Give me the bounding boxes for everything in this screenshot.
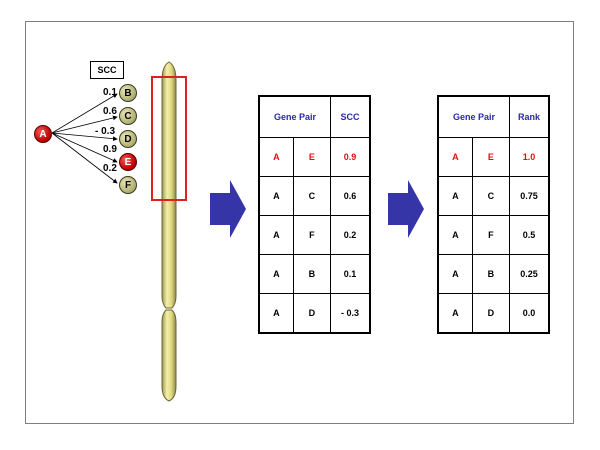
edge-value-b: 0.1 bbox=[103, 87, 117, 98]
table-row: A F 0.2 bbox=[258, 215, 371, 255]
gene-1-cell: A bbox=[437, 215, 473, 255]
right-arrow-2 bbox=[388, 180, 424, 238]
table-row: A E 0.9 bbox=[258, 137, 371, 177]
gene-2-cell: B bbox=[292, 254, 332, 294]
node-e: E bbox=[119, 153, 137, 171]
chromosome-lower-arm bbox=[161, 309, 177, 402]
gene-1-cell: A bbox=[437, 137, 473, 177]
gene-1-cell: A bbox=[258, 254, 294, 294]
rank-table: Gene Pair Rank A E 1.0 A C 0.75 A F 0.5 … bbox=[437, 95, 550, 334]
edge-a-e bbox=[51, 132, 118, 163]
edge-value-f: 0.2 bbox=[103, 163, 117, 174]
edge-value-d: - 0.3 bbox=[95, 126, 116, 137]
gene-2-cell: D bbox=[471, 293, 511, 334]
scc-table-header-gene-pair: Gene Pair bbox=[258, 95, 332, 138]
node-d: D bbox=[119, 130, 137, 148]
gene-2-cell: D bbox=[292, 293, 332, 334]
edges bbox=[51, 93, 118, 184]
chromosome-upper-arm bbox=[161, 61, 177, 309]
gene-1-cell: A bbox=[258, 293, 294, 334]
gene-1-cell: A bbox=[258, 137, 294, 177]
rank-value-cell: 0.0 bbox=[509, 293, 550, 334]
rank-table-header: Gene Pair Rank bbox=[437, 95, 550, 138]
table-row: A D 0.0 bbox=[437, 293, 550, 334]
gene-2-cell: F bbox=[292, 215, 332, 255]
gene-1-cell: A bbox=[437, 254, 473, 294]
table-row: A D - 0.3 bbox=[258, 293, 371, 334]
gene-1-cell: A bbox=[258, 176, 294, 216]
table-row: A E 1.0 bbox=[437, 137, 550, 177]
edge-value-c: 0.6 bbox=[103, 106, 117, 117]
scc-value-cell: 0.1 bbox=[330, 254, 371, 294]
gene-2-cell: E bbox=[471, 137, 511, 177]
node-b: B bbox=[119, 84, 137, 102]
table-row: A C 0.6 bbox=[258, 176, 371, 216]
edge-a-f bbox=[51, 132, 118, 184]
scc-table-header: Gene Pair SCC bbox=[258, 95, 371, 138]
table-row: A F 0.5 bbox=[437, 215, 550, 255]
scc-table-header-scc: SCC bbox=[330, 95, 371, 138]
gene-2-cell: B bbox=[471, 254, 511, 294]
gene-2-cell: F bbox=[471, 215, 511, 255]
edge-a-d bbox=[51, 132, 118, 142]
scc-value-cell: 0.2 bbox=[330, 215, 371, 255]
rank-table-header-rank: Rank bbox=[509, 95, 550, 138]
rank-table-header-gene-pair: Gene Pair bbox=[437, 95, 510, 138]
table-row: A B 0.1 bbox=[258, 254, 371, 294]
gene-2-cell: E bbox=[292, 137, 332, 177]
rank-value-cell: 0.75 bbox=[509, 176, 550, 216]
right-arrow-1 bbox=[210, 180, 246, 238]
scc-value-cell: - 0.3 bbox=[330, 293, 371, 334]
table-row: A B 0.25 bbox=[437, 254, 550, 294]
node-c: C bbox=[119, 107, 137, 125]
gene-1-cell: A bbox=[258, 215, 294, 255]
scc-value-cell: 0.6 bbox=[330, 176, 371, 216]
edge-a-b bbox=[51, 93, 118, 134]
table-row: A C 0.75 bbox=[437, 176, 550, 216]
gene-1-cell: A bbox=[437, 176, 473, 216]
selection-box bbox=[151, 76, 187, 201]
gene-2-cell: C bbox=[292, 176, 332, 216]
rank-value-cell: 0.5 bbox=[509, 215, 550, 255]
scc-table: Gene Pair SCC A E 0.9 A C 0.6 A F 0.2 A … bbox=[258, 95, 371, 334]
edge-value-e: 0.9 bbox=[103, 144, 117, 155]
gene-1-cell: A bbox=[437, 293, 473, 334]
scc-value-cell: 0.9 bbox=[330, 137, 371, 177]
rank-value-cell: 1.0 bbox=[509, 137, 550, 177]
scc-label: SCC bbox=[90, 61, 124, 79]
node-a: A bbox=[34, 125, 52, 143]
rank-value-cell: 0.25 bbox=[509, 254, 550, 294]
node-f: F bbox=[119, 176, 137, 194]
gene-2-cell: C bbox=[471, 176, 511, 216]
edge-a-c bbox=[51, 115, 118, 134]
